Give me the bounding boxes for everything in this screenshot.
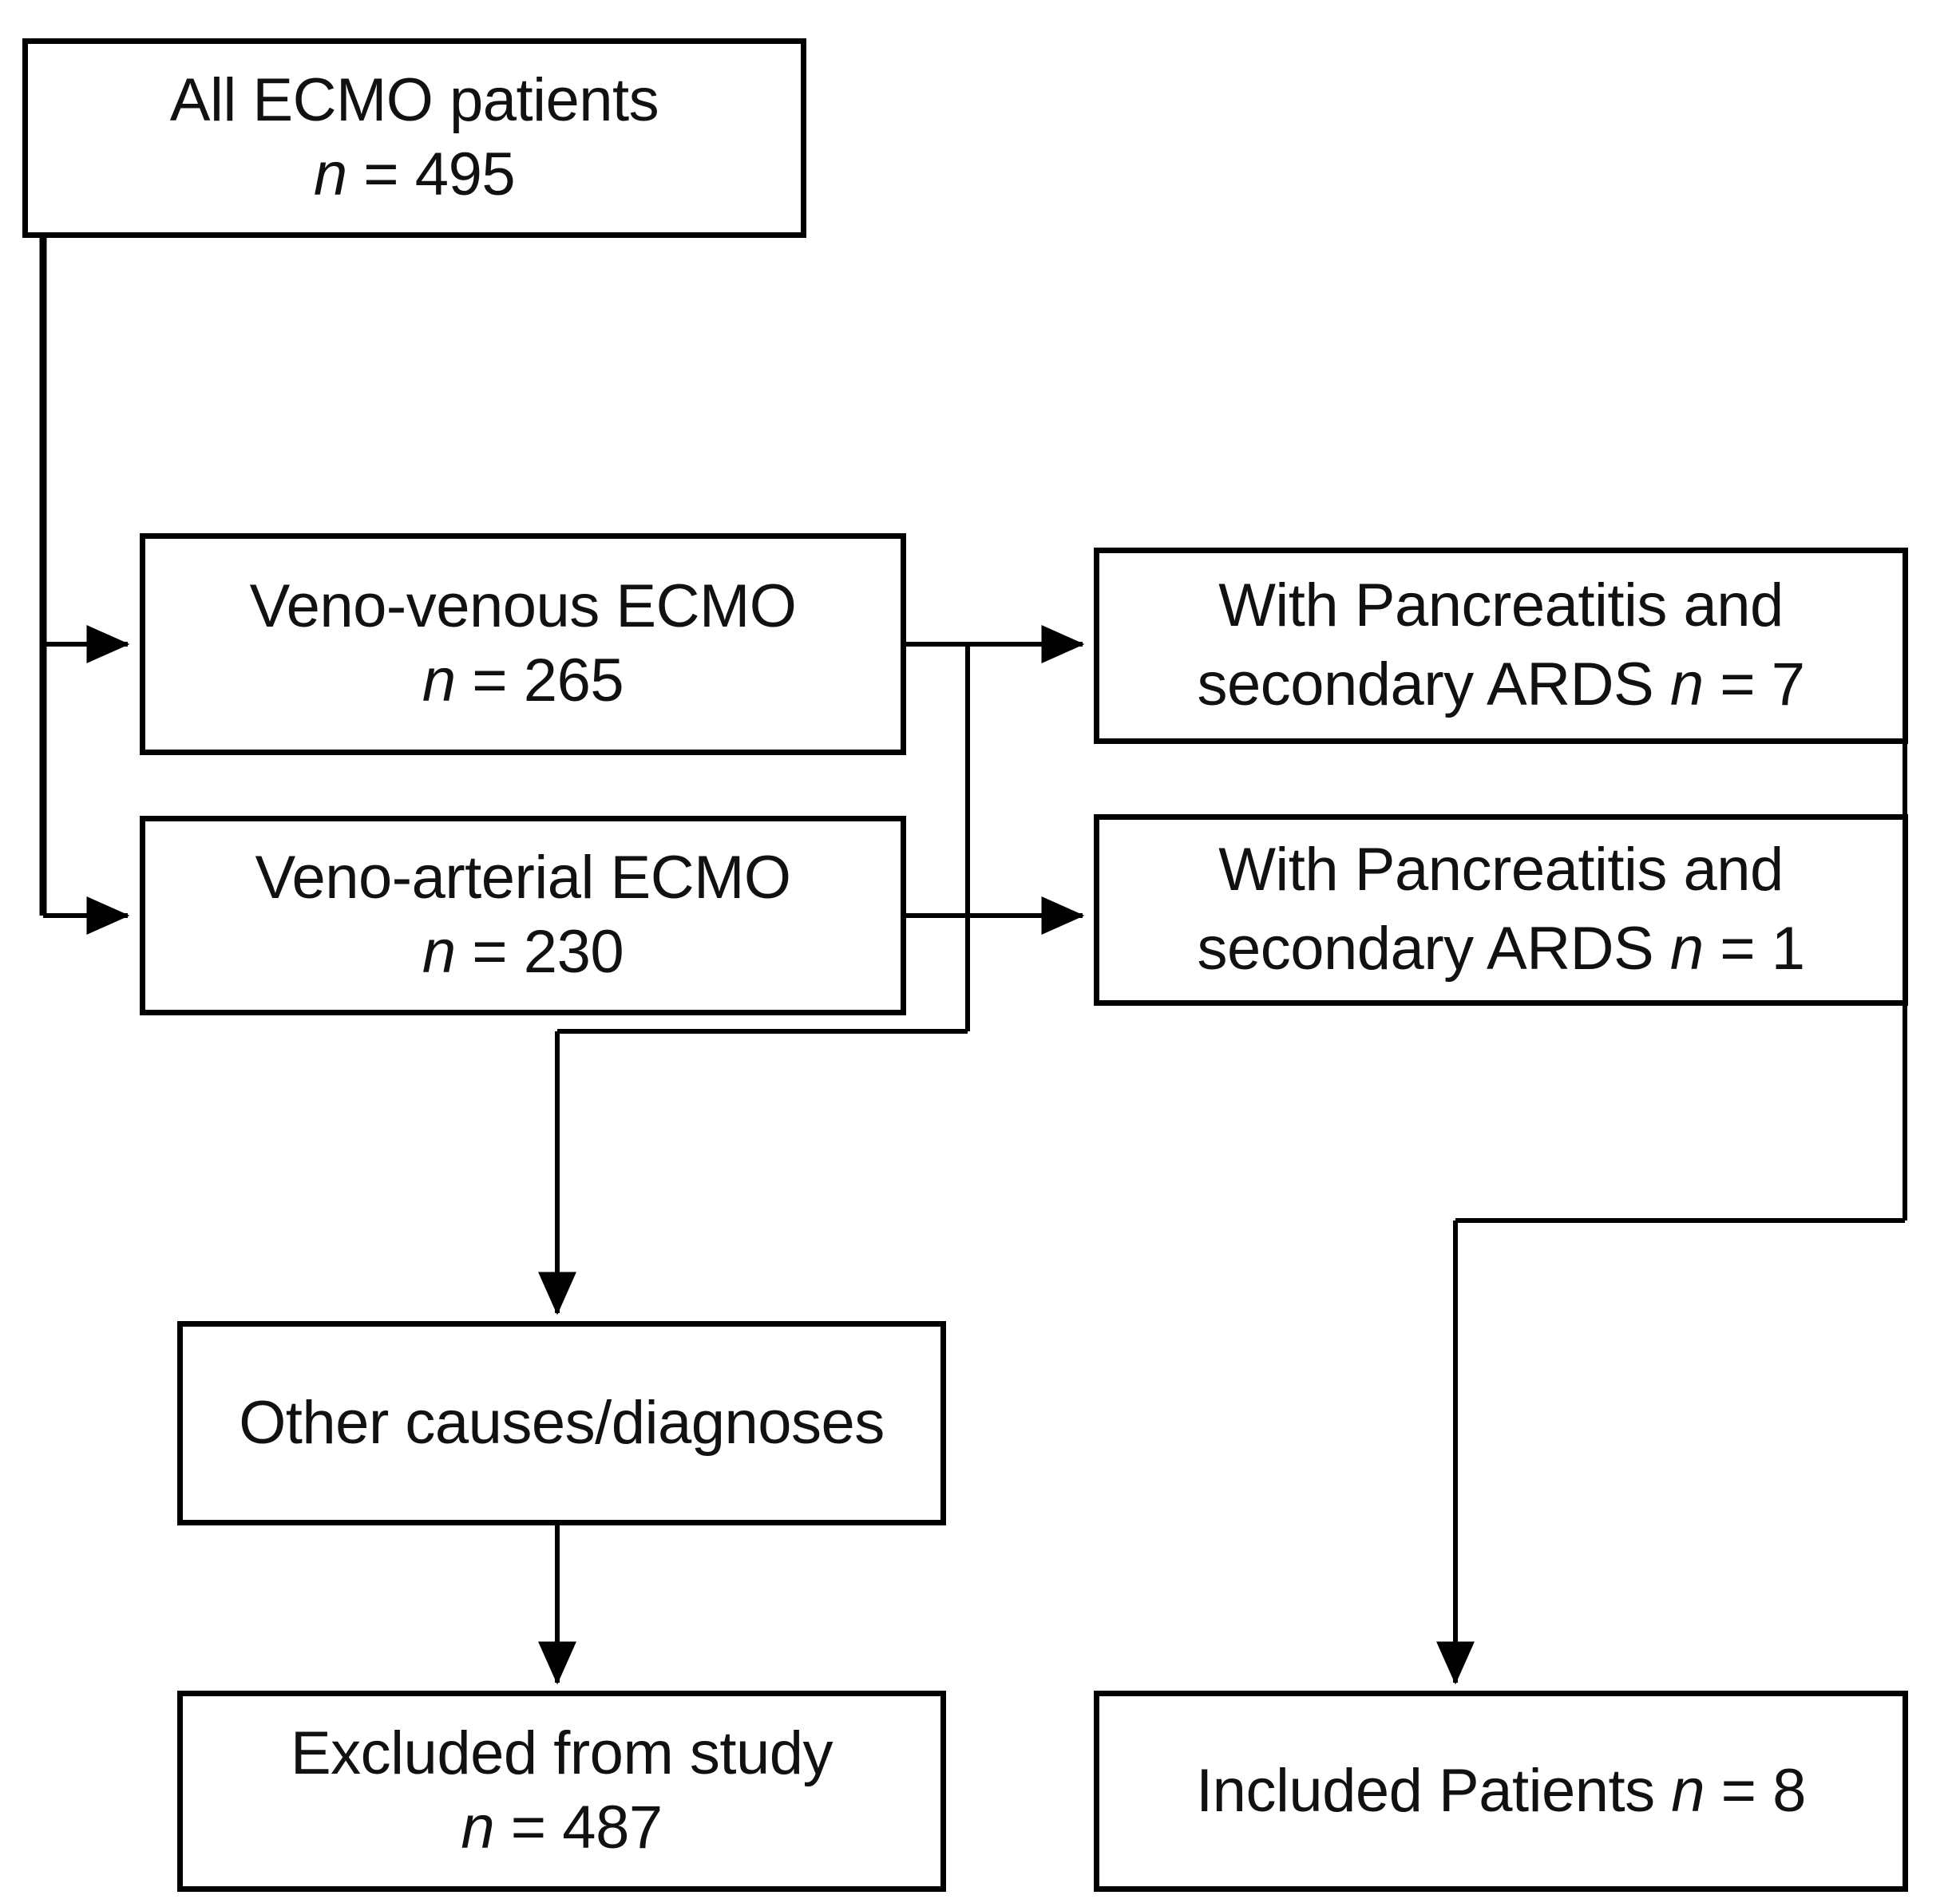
n-value: = 487 <box>510 1794 663 1861</box>
n-symbol: n <box>422 647 456 714</box>
node-veno-arterial-ecmo[interactable]: Veno-arterial ECMO n = 230 <box>140 816 906 1015</box>
edge-all-to-vv <box>39 238 130 663</box>
node-included-title: Included Patients n = 8 <box>1196 1755 1806 1829</box>
node-all-ecmo-count: n = 495 <box>313 138 516 212</box>
node-panc-vv-line2-text: secondary ARDS <box>1197 651 1670 718</box>
edge-pancreatitis-to-included <box>1436 642 1908 1685</box>
node-excluded-count: n = 487 <box>461 1791 663 1865</box>
node-panc-vv-line1: With Pancreatitis and <box>1218 572 1784 640</box>
node-all-ecmo-patients[interactable]: All ECMO patients n = 495 <box>22 38 806 238</box>
edge-all-to-va <box>39 644 130 935</box>
n-value: = 495 <box>363 140 516 208</box>
n-symbol: n <box>1669 651 1704 718</box>
n-symbol: n <box>422 918 456 986</box>
node-panc-va-line1: With Pancreatitis and <box>1218 836 1784 904</box>
node-va-ecmo-title: Veno-arterial ECMO <box>255 844 791 912</box>
node-other-causes-title: Other causes/diagnoses <box>239 1388 885 1457</box>
node-va-ecmo-count: n = 230 <box>422 916 624 990</box>
n-value: = 7 <box>1720 651 1805 718</box>
node-pancreatitis-secondary-ards-vv[interactable]: With Pancreatitis and secondary ARDS n =… <box>1094 548 1908 744</box>
node-included-title-text: Included Patients <box>1196 1756 1672 1825</box>
node-all-ecmo-title: All ECMO patients <box>169 66 659 135</box>
node-vv-ecmo-title: Veno-venous ECMO <box>249 572 797 641</box>
edge-vv-va-to-other-causes <box>538 644 970 1315</box>
node-vv-ecmo-count: n = 265 <box>422 644 624 718</box>
n-symbol: n <box>1671 1756 1705 1825</box>
n-value: = 1 <box>1720 915 1805 983</box>
node-panc-va-line2-text: secondary ARDS <box>1197 915 1670 983</box>
node-panc-va-line2: secondary ARDS n = 1 <box>1197 910 1805 989</box>
n-symbol: n <box>461 1794 495 1861</box>
n-value: = 265 <box>472 647 624 714</box>
node-excluded-from-study[interactable]: Excluded from study n = 487 <box>177 1691 946 1892</box>
node-veno-venous-ecmo[interactable]: Veno-venous ECMO n = 265 <box>140 533 906 755</box>
n-symbol: n <box>313 140 347 208</box>
n-value: = 8 <box>1720 1756 1807 1825</box>
node-excluded-title: Excluded from study <box>290 1719 833 1788</box>
n-value: = 230 <box>472 918 624 986</box>
node-pancreatitis-secondary-ards-va[interactable]: With Pancreatitis and secondary ARDS n =… <box>1094 814 1908 1006</box>
node-panc-vv-line2: secondary ARDS n = 7 <box>1197 646 1805 725</box>
node-other-causes-diagnoses[interactable]: Other causes/diagnoses <box>177 1321 946 1525</box>
node-included-patients[interactable]: Included Patients n = 8 <box>1094 1691 1908 1892</box>
n-symbol: n <box>1669 915 1704 983</box>
